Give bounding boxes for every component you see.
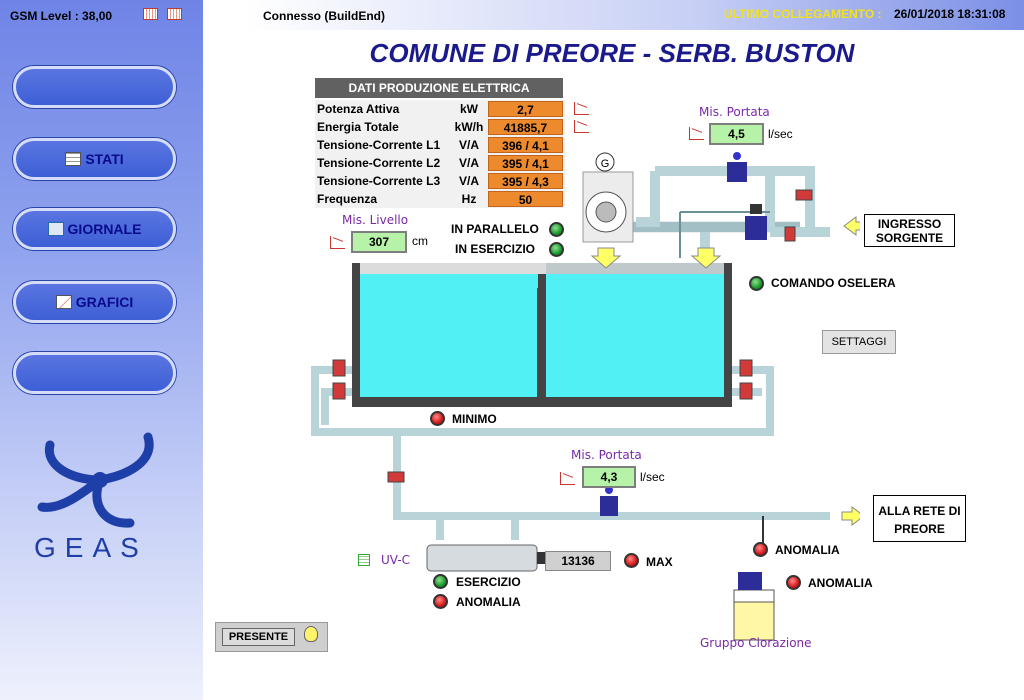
generator-symbol: G (601, 158, 610, 170)
rete-preore-box: ALLA RETE DI PREORE (873, 495, 966, 542)
connection-status: Connesso (BuildEnd) (263, 9, 385, 23)
uv-anomalia-led-icon (433, 594, 448, 609)
level-value: 307 (351, 231, 407, 253)
journal-icon (47, 222, 64, 236)
anomalia-led-icon (786, 575, 801, 590)
row-value: 395 / 4,1 (488, 155, 563, 171)
row-unit: V/A (458, 156, 479, 170)
max-led-icon (624, 553, 639, 568)
flow-in-value: 4,5 (709, 123, 764, 145)
top-bar (203, 0, 1024, 30)
sidebar-button-label: GRAFICI (75, 294, 134, 310)
production-table-title: DATI PRODUZIONE ELETTRICA (315, 78, 563, 98)
table-icon (65, 152, 82, 166)
row-label: Tensione-Corrente L2 (317, 156, 441, 170)
uv-table-icon[interactable] (358, 554, 370, 566)
chart-icon (55, 295, 72, 309)
row-value: 2,7 (488, 101, 563, 117)
parallel-led-icon (549, 222, 564, 237)
row-unit: V/A (458, 138, 479, 152)
sidebar-button-label: STATI (85, 151, 124, 167)
row-label: Frequenza (317, 192, 378, 206)
trend-chart-icon[interactable] (560, 472, 575, 485)
oselera-label: COMANDO OSELERA (771, 276, 896, 290)
plant-schematic: G (311, 152, 860, 641)
presente-button[interactable]: PRESENTE (222, 628, 295, 646)
anomalia-label: ANOMALIA (775, 543, 840, 557)
row-unit: Hz (461, 192, 477, 206)
max-label: MAX (646, 555, 673, 569)
trend-chart-icon[interactable] (330, 236, 345, 249)
trend-chart-icon[interactable] (689, 127, 704, 140)
sidebar-button-grafici[interactable]: GRAFICI (13, 281, 176, 323)
uv-anomalia-label: ANOMALIA (456, 595, 521, 609)
flow-out-value: 4,3 (582, 466, 636, 488)
signal-icon (167, 8, 182, 20)
flow-out-unit: l/sec (640, 470, 665, 484)
row-label: Potenza Attiva (317, 102, 400, 116)
row-unit: kW (460, 102, 478, 116)
table-row: Frequenza Hz 50 (315, 190, 565, 208)
uv-esercizio-label: ESERCIZIO (456, 575, 521, 589)
settaggi-button[interactable]: SETTAGGI (822, 330, 896, 354)
anomalia-led-icon (753, 542, 768, 557)
table-row: Tensione-Corrente L2 V/A 395 / 4,1 (315, 154, 565, 172)
page-title: COMUNE DI PREORE - SERB. BUSTON (369, 38, 855, 68)
trend-chart-icon[interactable] (574, 120, 589, 133)
flow-in-unit: l/sec (768, 127, 793, 141)
sidebar (0, 0, 203, 700)
sidebar-button-empty-bottom[interactable] (13, 352, 176, 394)
row-value: 396 / 4,1 (488, 137, 563, 153)
level-unit: cm (412, 234, 428, 248)
uvc-label: UV-C (381, 553, 410, 567)
row-label: Energia Totale (317, 120, 399, 134)
anomalia-label: ANOMALIA (808, 576, 873, 590)
last-connection-value: 26/01/2018 18:31:08 (894, 7, 1006, 21)
row-unit: kW/h (454, 120, 484, 134)
lightbulb-icon (304, 626, 318, 642)
flow-out-label: Mis. Portata (571, 448, 642, 462)
minimum-label: MINIMO (452, 412, 497, 426)
sidebar-button-giornale[interactable]: GIORNALE (13, 208, 176, 250)
gsm-level: GSM Level : 38,00 (10, 9, 113, 23)
geas-logo-icon (37, 432, 154, 528)
flow-in-label: Mis. Portata (699, 105, 770, 119)
row-value: 41885,7 (488, 119, 563, 135)
row-unit: V/A (458, 174, 479, 188)
table-row: Tensione-Corrente L3 V/A 395 / 4,3 (315, 172, 565, 190)
uv-counter: 13136 (545, 551, 611, 571)
row-value: 50 (488, 191, 563, 207)
running-label: IN ESERCIZIO (455, 242, 536, 256)
signal-icon (143, 8, 158, 20)
running-led-icon (549, 242, 564, 257)
table-row: Potenza Attiva kW 2,7 (315, 100, 565, 118)
sidebar-button-empty-top[interactable] (13, 66, 176, 108)
table-row: Energia Totale kW/h 41885,7 (315, 118, 565, 136)
logo-text: GEAS (34, 532, 148, 563)
ingresso-sorgente-box: INGRESSO SORGENTE (864, 214, 955, 247)
row-label: Tensione-Corrente L3 (317, 174, 441, 188)
level-label: Mis. Livello (342, 213, 409, 227)
sidebar-button-stati[interactable]: STATI (13, 138, 176, 180)
sidebar-button-label: GIORNALE (67, 221, 142, 237)
row-value: 395 / 4,3 (488, 173, 563, 189)
parallel-label: IN PARALLELO (451, 222, 539, 236)
table-row: Tensione-Corrente L1 V/A 396 / 4,1 (315, 136, 565, 154)
row-label: Tensione-Corrente L1 (317, 138, 441, 152)
last-connection-label: ULTIMO COLLEGAMENTO : (724, 7, 882, 21)
oselera-led-icon (749, 276, 764, 291)
trend-chart-icon[interactable] (574, 102, 589, 115)
uv-esercizio-led-icon (433, 574, 448, 589)
clorazione-label: Gruppo Clorazione (700, 636, 812, 650)
minimum-led-icon (430, 411, 445, 426)
